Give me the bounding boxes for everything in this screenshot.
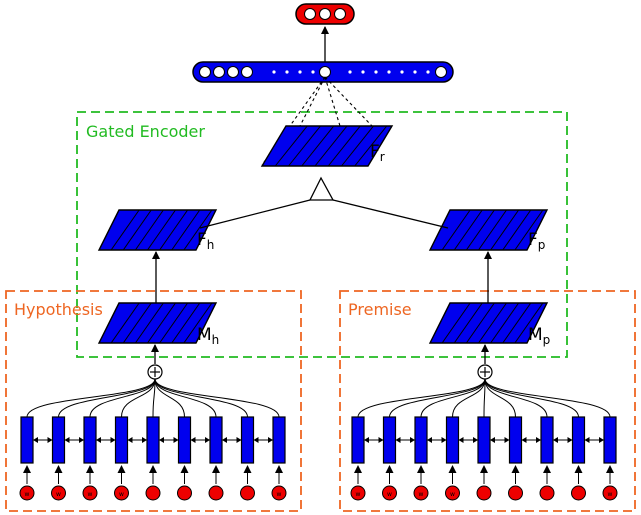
input-token-label: w xyxy=(119,491,124,498)
input-token xyxy=(114,485,129,501)
input-token xyxy=(476,485,492,501)
rnn-state xyxy=(20,416,34,464)
rnn-state xyxy=(177,416,192,464)
fr-matrix xyxy=(260,125,394,167)
input-token xyxy=(271,485,287,501)
rnn-state xyxy=(477,416,491,464)
fp-label: Fp xyxy=(528,230,545,252)
premise-combine-node xyxy=(477,344,493,380)
hypothesis-combine-node xyxy=(147,344,163,380)
input-token xyxy=(508,485,523,501)
gated-encoder-label: Gated Encoder xyxy=(86,122,205,141)
hypothesis-label: Hypothesis xyxy=(14,300,103,319)
fh-label: Fh xyxy=(197,230,214,252)
rnn-state xyxy=(209,416,223,464)
mh-label: Mh xyxy=(197,325,219,347)
fp-to-triangle-line xyxy=(332,199,449,229)
rnn-state xyxy=(571,416,586,464)
mp-label: Mp xyxy=(528,325,550,347)
input-token xyxy=(602,485,618,501)
input-token xyxy=(350,485,366,501)
rnn-state xyxy=(508,416,523,464)
input-token xyxy=(445,485,460,501)
fp-matrix xyxy=(428,209,549,251)
input-token xyxy=(19,485,35,501)
input-token-label: w xyxy=(608,491,613,498)
hidden-ellipsis-dots xyxy=(272,70,430,74)
rnn-state xyxy=(83,416,97,464)
hidden-nodes xyxy=(199,66,447,78)
rnn-state xyxy=(414,416,428,464)
hypothesis-region xyxy=(5,290,302,512)
input-token xyxy=(145,485,161,501)
rnn-state xyxy=(445,416,460,464)
input-token xyxy=(240,485,255,501)
rnn-state xyxy=(146,416,160,464)
input-token xyxy=(82,485,98,501)
rnn-state xyxy=(51,416,66,464)
output-nodes xyxy=(304,8,346,20)
input-token xyxy=(571,485,586,501)
gated-encoder-region xyxy=(76,111,568,358)
rnn-state xyxy=(351,416,365,464)
mp-matrix xyxy=(428,302,549,344)
combine-triangle xyxy=(308,176,335,201)
fr-label: Fr xyxy=(370,142,385,164)
input-token-label: w xyxy=(419,491,424,498)
rnn-state xyxy=(540,416,554,464)
rnn-state xyxy=(603,416,617,464)
input-token-label: w xyxy=(88,491,93,498)
input-token xyxy=(177,485,192,501)
input-token-label: w xyxy=(387,491,392,498)
input-token-label: w xyxy=(277,491,282,498)
input-token-label: w xyxy=(450,491,455,498)
input-token xyxy=(539,485,555,501)
input-token xyxy=(413,485,429,501)
rnn-state xyxy=(382,416,397,464)
input-token-label: w xyxy=(25,491,30,498)
fh-matrix xyxy=(97,209,218,251)
input-token-label: w xyxy=(356,491,361,498)
input-token xyxy=(208,485,224,501)
premise-label: Premise xyxy=(348,300,412,319)
rnn-state xyxy=(114,416,129,464)
input-token-label: w xyxy=(56,491,61,498)
fh-to-triangle-line xyxy=(199,199,311,229)
input-token xyxy=(382,485,397,501)
rnn-state xyxy=(272,416,286,464)
input-token xyxy=(51,485,66,501)
mh-matrix xyxy=(97,302,218,344)
rnn-state xyxy=(240,416,255,464)
